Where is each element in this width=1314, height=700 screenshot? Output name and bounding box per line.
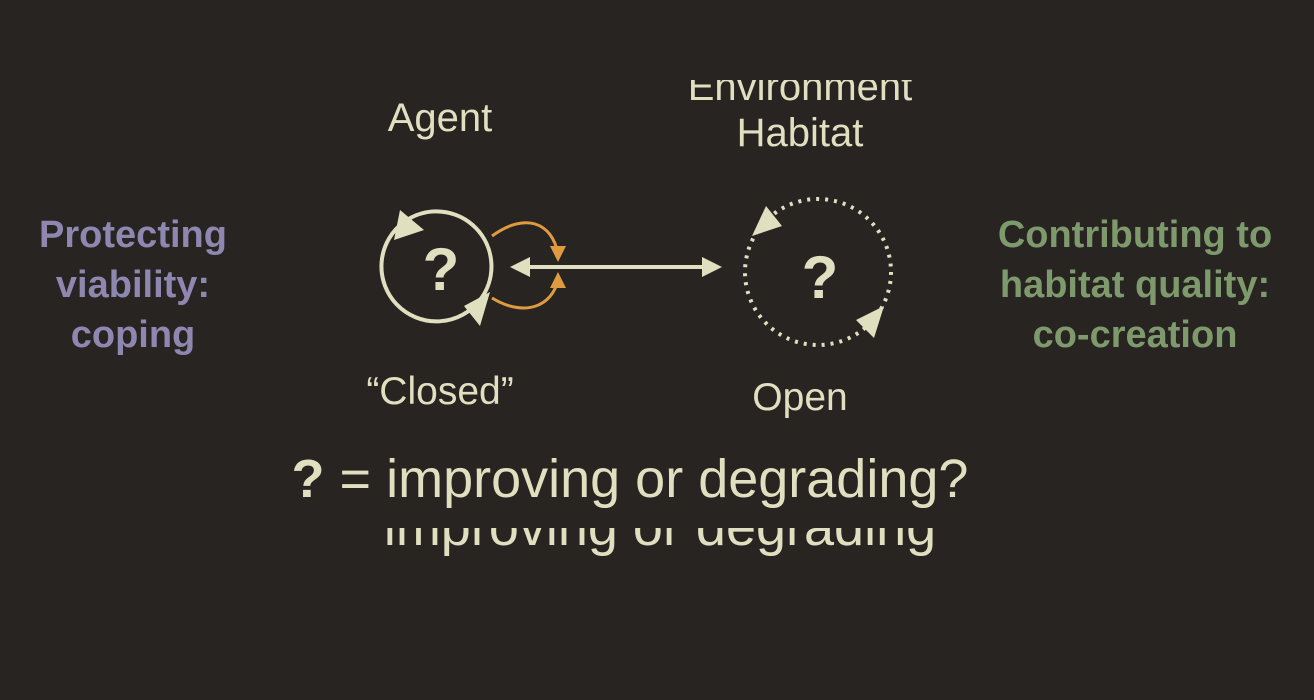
environment-title-line2: Habitat bbox=[736, 111, 864, 155]
left-note-line3: coping bbox=[70, 314, 196, 356]
agent-title: Agent bbox=[387, 96, 493, 140]
legend-symbol: ? bbox=[291, 449, 325, 509]
environment-title: Environment Habitat bbox=[660, 80, 940, 180]
agent-caption: “Closed” bbox=[366, 370, 514, 413]
legend-text: = improving or degrading? bbox=[324, 449, 969, 509]
interaction-arrow-icon bbox=[510, 257, 722, 277]
right-note-line3: co-creation bbox=[1032, 314, 1238, 356]
legend: ? = improving or degrading? bbox=[240, 448, 1020, 510]
environment-title-line1: Environment bbox=[687, 80, 913, 109]
agent-question-mark: ? bbox=[423, 236, 460, 303]
environment-cycle-arrowhead-bottom bbox=[856, 306, 884, 338]
environment-cycle-arrowhead-top bbox=[752, 206, 782, 236]
environment-caption: Open bbox=[752, 376, 848, 419]
right-note-line1: Contributing to bbox=[997, 214, 1273, 256]
agent-cycle-arrowhead-bottom bbox=[464, 292, 490, 326]
environment-cycle-icon bbox=[743, 197, 893, 347]
left-note-line1: Protecting bbox=[39, 214, 227, 256]
ghost-text-fragment: improving or degrading bbox=[380, 528, 940, 556]
right-note-line2: habitat quality: bbox=[999, 264, 1271, 306]
agent-cycle-arrowhead-top bbox=[394, 210, 424, 240]
left-note-line2: viability: bbox=[55, 264, 211, 306]
agent-feedback-loop-icon bbox=[491, 221, 566, 310]
environment-question-mark: ? bbox=[802, 244, 839, 311]
agent-cycle-icon bbox=[379, 209, 494, 326]
ghost-text: improving or degrading bbox=[380, 528, 940, 554]
left-note: Protecting viability: coping bbox=[0, 210, 266, 360]
right-note: Contributing to habitat quality: co-crea… bbox=[970, 210, 1300, 360]
